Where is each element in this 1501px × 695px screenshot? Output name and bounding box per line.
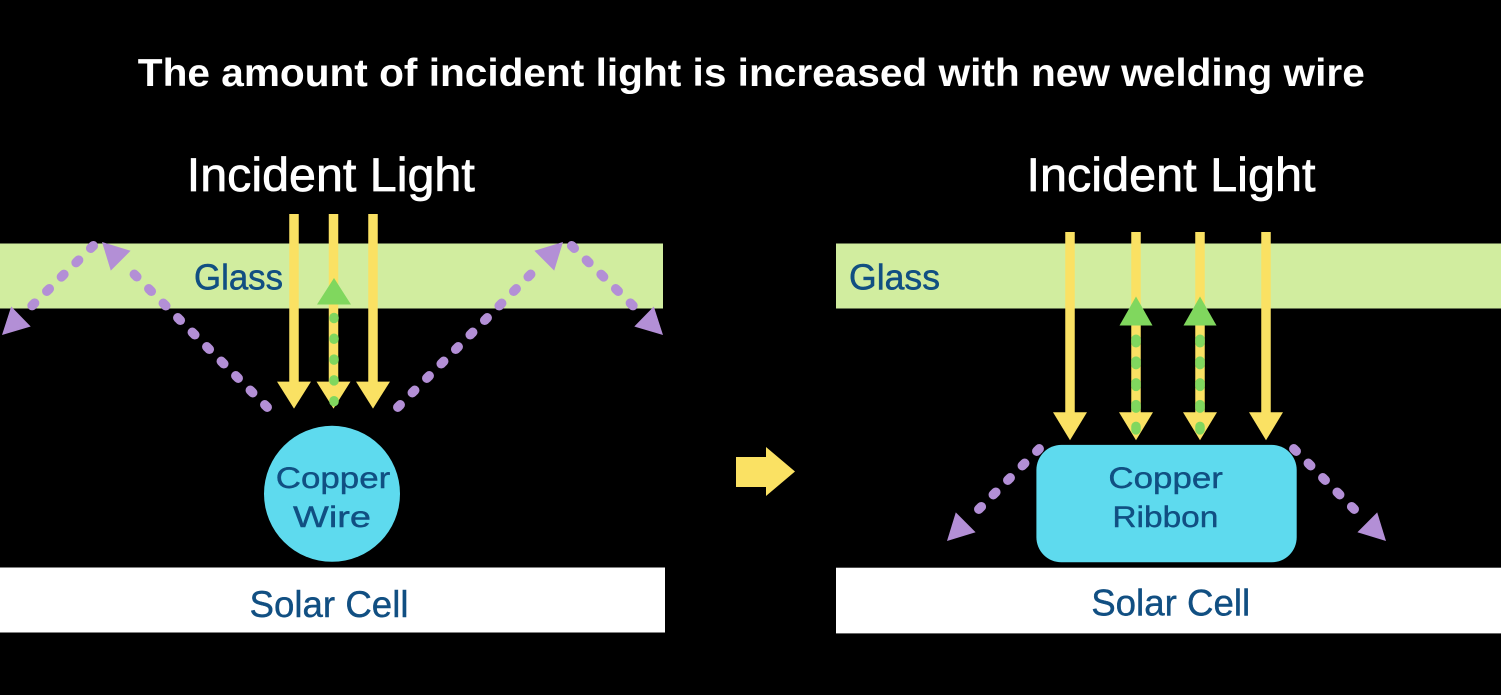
svg-text:Incident Light: Incident Light bbox=[1027, 148, 1316, 201]
svg-text:Ribbon: Ribbon bbox=[1112, 501, 1218, 534]
svg-text:Wire: Wire bbox=[293, 501, 371, 534]
svg-text:Copper: Copper bbox=[276, 462, 391, 495]
svg-text:Copper: Copper bbox=[1108, 462, 1223, 495]
svg-text:Solar Cell: Solar Cell bbox=[1091, 582, 1250, 624]
svg-text:Glass: Glass bbox=[849, 256, 940, 297]
svg-text:Incident Light: Incident Light bbox=[187, 148, 475, 201]
svg-text:Glass: Glass bbox=[194, 257, 283, 298]
svg-text:Solar Cell: Solar Cell bbox=[250, 583, 409, 625]
svg-text:The amount of incident light i: The amount of incident light is increase… bbox=[138, 52, 1365, 95]
